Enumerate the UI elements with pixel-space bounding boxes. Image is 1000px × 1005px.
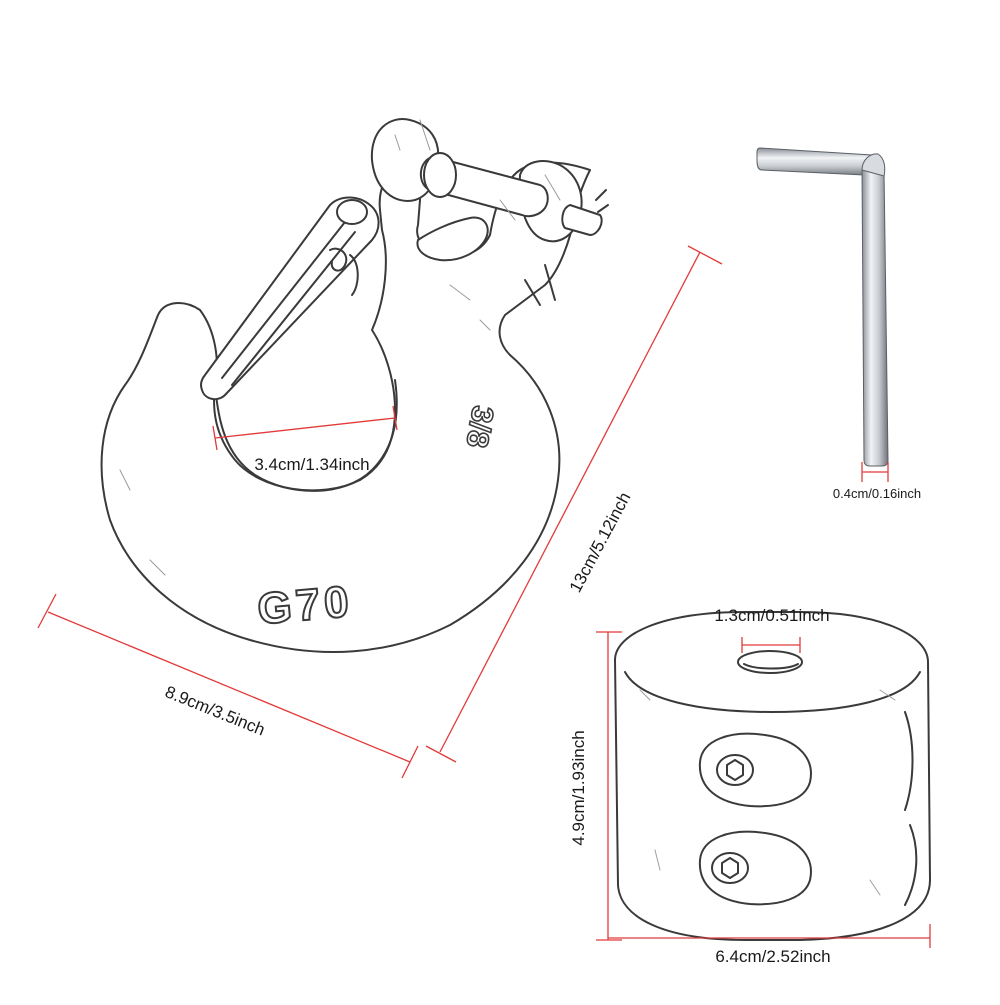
label-hook-width: 8.9cm/3.5inch bbox=[162, 682, 267, 739]
dim-hook-throat-tick-right bbox=[392, 405, 398, 431]
label-hook-throat: 3.4cm/1.34inch bbox=[254, 455, 369, 474]
hook-eye-opening bbox=[416, 216, 489, 262]
upper-screw-recess bbox=[698, 732, 812, 808]
dim-hook-length-tick-top bbox=[687, 245, 723, 265]
lower-set-screw bbox=[711, 852, 749, 884]
label-stopper-width: 6.4cm/2.52inch bbox=[715, 947, 830, 966]
cotter-pin bbox=[561, 204, 603, 236]
stopper-center-bore bbox=[737, 650, 803, 674]
latch-spring bbox=[329, 247, 359, 296]
safety-latch bbox=[200, 196, 380, 401]
clevis-slip-hook bbox=[100, 118, 609, 653]
hook-side-ridge bbox=[524, 264, 556, 306]
stopper-top-face bbox=[624, 671, 921, 713]
label-hook-length: 13cm/5.12inch bbox=[566, 489, 635, 596]
hook-size-marking: 3/8 bbox=[459, 403, 499, 450]
hex-wrench bbox=[756, 147, 889, 467]
hook-grade-marking: G70 bbox=[256, 577, 355, 634]
upper-set-screw-hex bbox=[726, 759, 744, 781]
lower-screw-recess bbox=[698, 830, 812, 906]
wrench-bend bbox=[861, 153, 886, 177]
dim-hook-length-line bbox=[439, 251, 701, 753]
lower-set-screw-hex bbox=[721, 857, 739, 879]
dim-hook-throat-tick-left bbox=[212, 425, 218, 451]
stopper-side-cutout bbox=[904, 711, 918, 906]
dim-hook-length-tick-bottom bbox=[425, 745, 457, 763]
stopper-texture bbox=[639, 689, 896, 896]
label-stopper-height: 4.9cm/1.93inch bbox=[569, 730, 588, 845]
dim-hook-width-line bbox=[47, 611, 411, 763]
clevis-pin-head bbox=[423, 152, 457, 198]
hook-texture bbox=[119, 119, 561, 576]
dim-hook-width-tick-left bbox=[37, 593, 57, 629]
label-wrench-width: 0.4cm/0.16inch bbox=[833, 486, 921, 501]
wrench-long-arm bbox=[861, 169, 889, 467]
safety-latch-groove bbox=[221, 221, 356, 386]
stopper-bore-inner bbox=[743, 663, 799, 670]
cotter-pin-wire bbox=[595, 189, 609, 213]
upper-set-screw bbox=[716, 754, 754, 786]
label-stopper-hole: 1.3cm/0.51inch bbox=[714, 606, 829, 625]
latch-pivot bbox=[336, 199, 368, 225]
dimension-lines bbox=[37, 245, 931, 948]
cable-stopper bbox=[614, 611, 931, 941]
dim-hook-throat-line bbox=[214, 417, 396, 439]
dim-hook-width-tick-right bbox=[401, 745, 419, 779]
